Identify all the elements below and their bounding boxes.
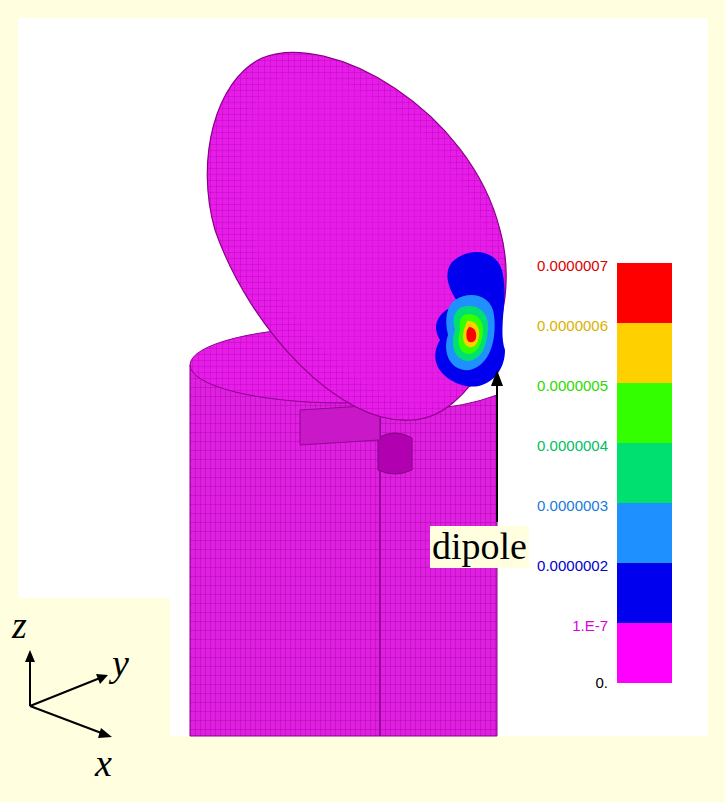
legend-swatch bbox=[617, 323, 672, 383]
head-model bbox=[207, 52, 506, 420]
legend-swatch bbox=[617, 263, 672, 323]
dipole-arrow bbox=[491, 370, 503, 522]
legend-value: 0.0000005 bbox=[537, 378, 608, 393]
legend-value: 0.0000003 bbox=[537, 498, 608, 513]
legend-value: 0.0000002 bbox=[537, 558, 608, 573]
legend-swatch bbox=[617, 503, 672, 563]
legend-swatch bbox=[617, 563, 672, 623]
axes-ground bbox=[15, 598, 170, 736]
axis-triad bbox=[25, 650, 112, 738]
axis-label: x bbox=[95, 744, 112, 782]
legend-value: 0.0000006 bbox=[537, 318, 608, 333]
contour-plot bbox=[435, 252, 505, 387]
legend-value: 0.0000007 bbox=[537, 258, 608, 273]
legend-value: 0.0000004 bbox=[537, 438, 608, 453]
legend-value: 1.E-7 bbox=[572, 618, 608, 633]
legend-swatch bbox=[617, 623, 672, 683]
legend-swatch bbox=[617, 383, 672, 443]
legend-value: 0. bbox=[595, 675, 608, 690]
axis-label: y bbox=[112, 644, 129, 682]
legend-swatch bbox=[617, 443, 672, 503]
dipole-label: dipole bbox=[430, 526, 529, 568]
axis-label: z bbox=[12, 606, 27, 644]
